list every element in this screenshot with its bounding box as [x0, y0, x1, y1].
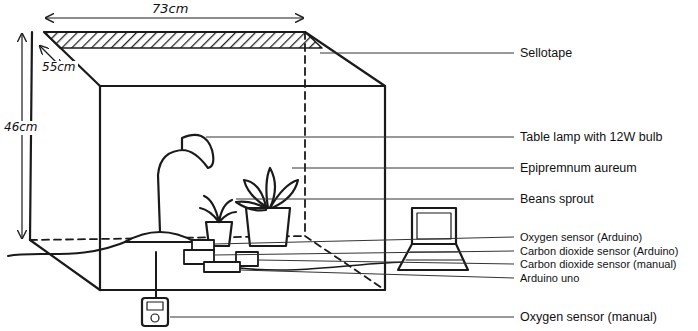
- power-cable: [8, 240, 130, 256]
- dimension-arrow: [21, 34, 22, 238]
- dimension-label: 73cm: [150, 2, 190, 17]
- usb-cable: [240, 262, 410, 270]
- dimension-arrow: [46, 17, 303, 18]
- part-label: Carbon dioxide sensor (manual): [520, 258, 677, 271]
- oxygen-sensor-manual: [142, 298, 168, 326]
- tank-front: [100, 86, 385, 290]
- part-label: Epipremnum aureum: [520, 161, 637, 175]
- part-label: Table lamp with 12W bulb: [520, 130, 662, 144]
- leader-lines: [170, 53, 514, 317]
- bean-sprout: [200, 196, 236, 246]
- dimension-label: 46cm: [2, 121, 40, 135]
- part-label: Sellotape: [520, 46, 572, 60]
- arduino-board: [204, 262, 240, 272]
- part-label: Beans sprout: [520, 192, 594, 206]
- part-label: Oxygen sensor (Arduino): [520, 231, 642, 244]
- part-label: Oxygen sensor (manual): [520, 310, 657, 324]
- part-label: Arduino uno: [520, 272, 579, 285]
- sensor-cable: [155, 252, 157, 298]
- tank-top: [44, 32, 385, 86]
- part-label: Carbon dioxide sensor (Arduino): [520, 245, 678, 258]
- tank-edge: [30, 32, 32, 240]
- epipremnum-aureum: [236, 168, 298, 246]
- dimension-label: 55cm: [40, 61, 78, 75]
- table-lamp: [125, 135, 213, 242]
- tank-edge: [30, 240, 100, 290]
- sellotape-band: [44, 32, 322, 48]
